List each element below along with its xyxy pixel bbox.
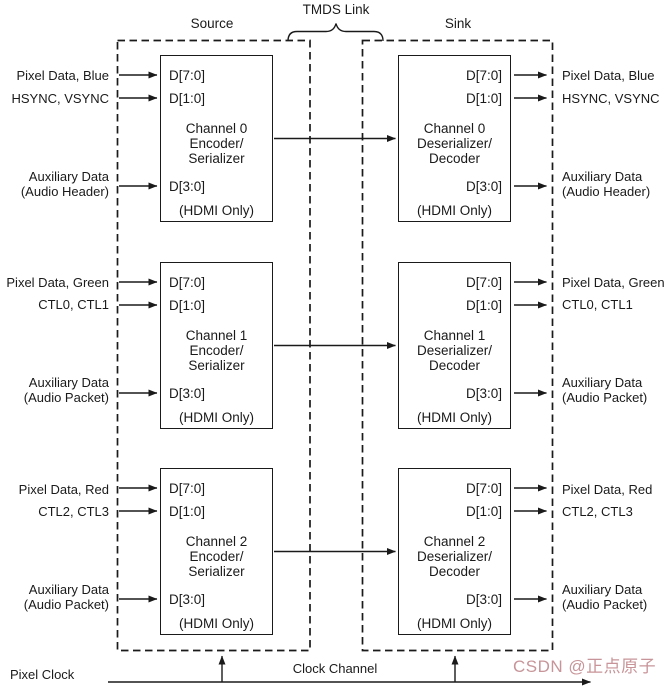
channel-title: Channel 2 Deserializer/ Decoder [416,534,493,579]
input-label-ctl0-ctl1: CTL0, CTL1 [38,297,109,312]
channel-0-encoder-box: D[7:0] D[1:0] Channel 0 Encoder/ Seriali… [160,55,273,222]
input-label-pixel-data-red: Pixel Data, Red [18,482,109,497]
port-label-d70: D[7:0] [465,275,502,290]
input-label-ctl2-ctl3: CTL2, CTL3 [38,504,109,519]
output-label-aux-audio-header: Auxiliary Data (Audio Header) [562,169,651,199]
channel-title: Channel 2 Encoder/ Serializer [185,534,248,579]
hdmi-only-note: (HDMI Only) [179,616,254,631]
clock-channel-label: Clock Channel [292,661,378,676]
channel-1-decoder-box: D[7:0] D[1:0] Channel 1 Deserializer/ De… [398,262,511,429]
input-label-aux-audio-packet: Auxiliary Data (Audio Packet) [23,375,109,405]
output-arrows [514,71,547,603]
port-label-d30: D[3:0] [169,179,206,194]
port-label-d30: D[3:0] [169,592,206,607]
output-label-ctl0-ctl1: CTL0, CTL1 [562,297,633,312]
tmds-brace [287,23,384,42]
source-region-label: Source [190,16,234,31]
port-label-d30: D[3:0] [169,386,206,401]
port-label-d30: D[3:0] [465,179,502,194]
port-label-d30: D[3:0] [465,386,502,401]
input-label-aux-audio-packet: Auxiliary Data (Audio Packet) [23,582,109,612]
input-arrows [119,71,158,603]
output-label-aux-audio-packet: Auxiliary Data (Audio Packet) [562,375,648,405]
channel-title: Channel 0 Encoder/ Serializer [185,121,248,166]
input-label-pixel-data-green: Pixel Data, Green [6,275,109,290]
hdmi-only-note: (HDMI Only) [179,203,254,218]
port-label-d10: D[1:0] [169,298,206,313]
port-label-d70: D[7:0] [465,68,502,83]
output-label-pixel-data-green: Pixel Data, Green [562,275,665,290]
port-label-d10: D[1:0] [465,504,502,519]
port-label-d30: D[3:0] [465,592,502,607]
sink-region-label: Sink [444,16,472,31]
channel-title: Channel 0 Deserializer/ Decoder [416,121,493,166]
port-label-d10: D[1:0] [465,298,502,313]
channel-1-encoder-box: D[7:0] D[1:0] Channel 1 Encoder/ Seriali… [160,262,273,429]
output-label-hsync-vsync: HSYNC, VSYNC [562,91,660,106]
channel-2-decoder-box: D[7:0] D[1:0] Channel 2 Deserializer/ De… [398,468,511,635]
input-label-pixel-data-blue: Pixel Data, Blue [16,68,110,83]
channel-0-decoder-box: D[7:0] D[1:0] Channel 0 Deserializer/ De… [398,55,511,222]
channel-title: Channel 1 Encoder/ Serializer [185,328,248,373]
channel-2-encoder-box: D[7:0] D[1:0] Channel 2 Encoder/ Seriali… [160,468,273,635]
port-label-d10: D[1:0] [169,504,206,519]
port-label-d10: D[1:0] [465,91,502,106]
input-label-hsync-vsync: HSYNC, VSYNC [11,91,109,106]
tmds-channel-arrows [274,135,396,555]
tmds-link-label: TMDS Link [302,2,370,17]
channel-title: Channel 1 Deserializer/ Decoder [416,328,493,373]
hdmi-only-note: (HDMI Only) [417,616,492,631]
hdmi-only-note: (HDMI Only) [417,203,492,218]
pixel-clock-label: Pixel Clock [10,667,75,682]
hdmi-only-note: (HDMI Only) [417,410,492,425]
csdn-watermark: CSDN @正点原子 [513,657,657,676]
output-label-pixel-data-red: Pixel Data, Red [562,482,653,497]
output-label-aux-audio-packet: Auxiliary Data (Audio Packet) [562,582,648,612]
output-label-ctl2-ctl3: CTL2, CTL3 [562,504,633,519]
port-label-d70: D[7:0] [465,481,502,496]
output-label-pixel-data-blue: Pixel Data, Blue [562,68,655,83]
port-label-d70: D[7:0] [169,275,206,290]
hdmi-only-note: (HDMI Only) [179,410,254,425]
port-label-d70: D[7:0] [169,68,206,83]
port-label-d10: D[1:0] [169,91,206,106]
port-label-d70: D[7:0] [169,481,206,496]
input-label-aux-audio-header: Auxiliary Data (Audio Header) [20,169,109,199]
